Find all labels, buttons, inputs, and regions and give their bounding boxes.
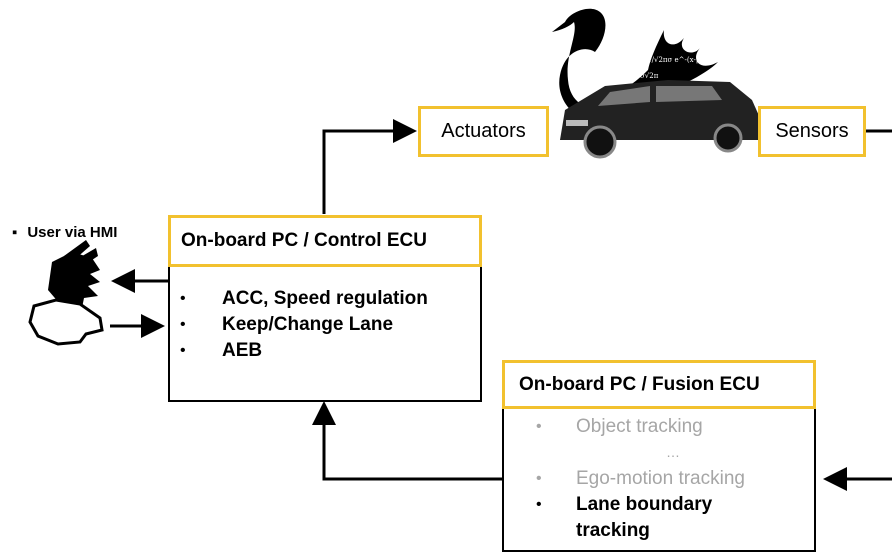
arrow-fusion-to-control <box>312 401 502 481</box>
fusion-bullet-1: • <box>536 418 542 435</box>
fusion-item-lane: Lane boundary <box>576 494 713 515</box>
fusion-item-ego: Ego-motion tracking <box>576 468 745 489</box>
control-item-acc: ACC, Speed regulation <box>222 288 428 309</box>
car-icon <box>560 80 760 159</box>
fusion-item-lane-cont: tracking <box>576 520 650 541</box>
fusion-bullet-3: • <box>536 496 542 513</box>
sensors-box: Sensors <box>758 106 866 157</box>
arrow-control-to-actuators <box>322 119 417 214</box>
control-ecu-header: On-board PC / Control ECU <box>168 215 482 267</box>
black-swan-icon: P(x)= 1/√2πσ e^-(x-μ)² σ√2π <box>552 8 718 128</box>
control-bullet-1: • <box>180 290 186 307</box>
fusion-item-ellipsis: … <box>666 444 680 460</box>
fusion-ecu-header: On-board PC / Fusion ECU <box>502 360 816 409</box>
fusion-item-object: Object tracking <box>576 416 703 437</box>
square-bullet-icon: ▪ <box>12 224 18 241</box>
svg-text:σ√2π: σ√2π <box>640 72 659 80</box>
actuators-box: Actuators <box>418 106 549 157</box>
fusion-bullet-2: • <box>536 470 542 487</box>
svg-text:P(x)= 1/√2πσ e^-(x-μ)²: P(x)= 1/√2πσ e^-(x-μ)² <box>625 56 706 64</box>
control-item-aeb: AEB <box>222 340 263 361</box>
control-bullet-3: • <box>180 342 186 359</box>
fusion-ecu-title: On-board PC / Fusion ECU <box>519 373 760 395</box>
sensors-label: Sensors <box>775 120 849 142</box>
actuators-label: Actuators <box>441 120 526 142</box>
user-label-row: ▪ User via HMI <box>12 224 117 241</box>
user-label: User via HMI <box>27 224 118 241</box>
control-bullet-2: • <box>180 316 186 333</box>
control-ecu-title: On-board PC / Control ECU <box>181 230 427 251</box>
control-item-lane: Keep/Change Lane <box>222 314 394 335</box>
